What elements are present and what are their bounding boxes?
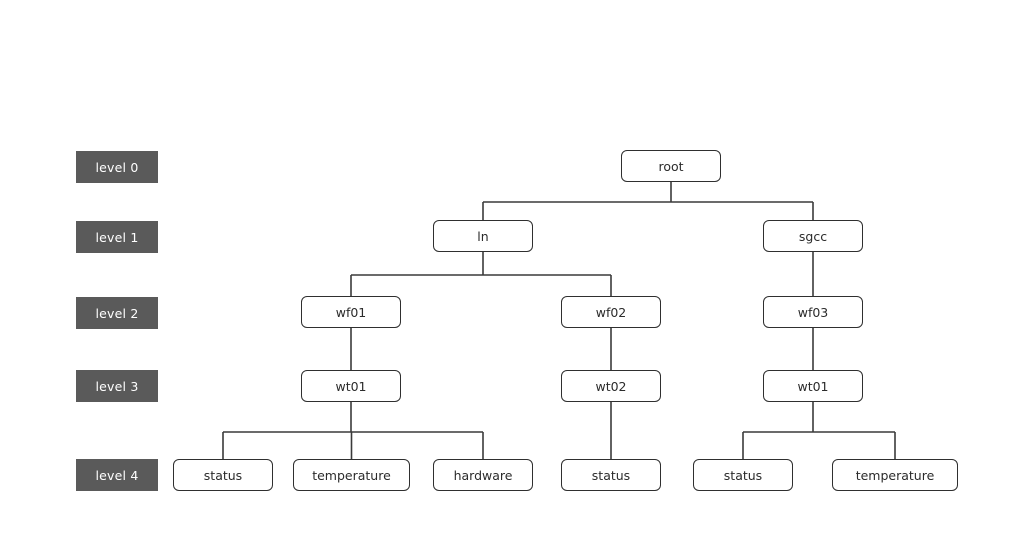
tree-node-wt01a[interactable]: wt01	[301, 370, 401, 402]
tree-node-hw1[interactable]: hardware	[433, 459, 533, 491]
tree-node-status3[interactable]: status	[693, 459, 793, 491]
tree-node-ln[interactable]: ln	[433, 220, 533, 252]
tree-node-root[interactable]: root	[621, 150, 721, 182]
level-badge-4: level 4	[76, 459, 158, 491]
level-badge-0: level 0	[76, 151, 158, 183]
tree-node-status1[interactable]: status	[173, 459, 273, 491]
tree-node-wf02[interactable]: wf02	[561, 296, 661, 328]
level-badge-2: level 2	[76, 297, 158, 329]
level-badge-3: level 3	[76, 370, 158, 402]
tree-node-wt02[interactable]: wt02	[561, 370, 661, 402]
tree-node-sgcc[interactable]: sgcc	[763, 220, 863, 252]
tree-node-wf03[interactable]: wf03	[763, 296, 863, 328]
tree-node-status2[interactable]: status	[561, 459, 661, 491]
level-badge-1: level 1	[76, 221, 158, 253]
tree-node-temp2[interactable]: temperature	[832, 459, 958, 491]
tree-node-wf01[interactable]: wf01	[301, 296, 401, 328]
tree-node-temp1[interactable]: temperature	[293, 459, 410, 491]
tree-node-wt01b[interactable]: wt01	[763, 370, 863, 402]
